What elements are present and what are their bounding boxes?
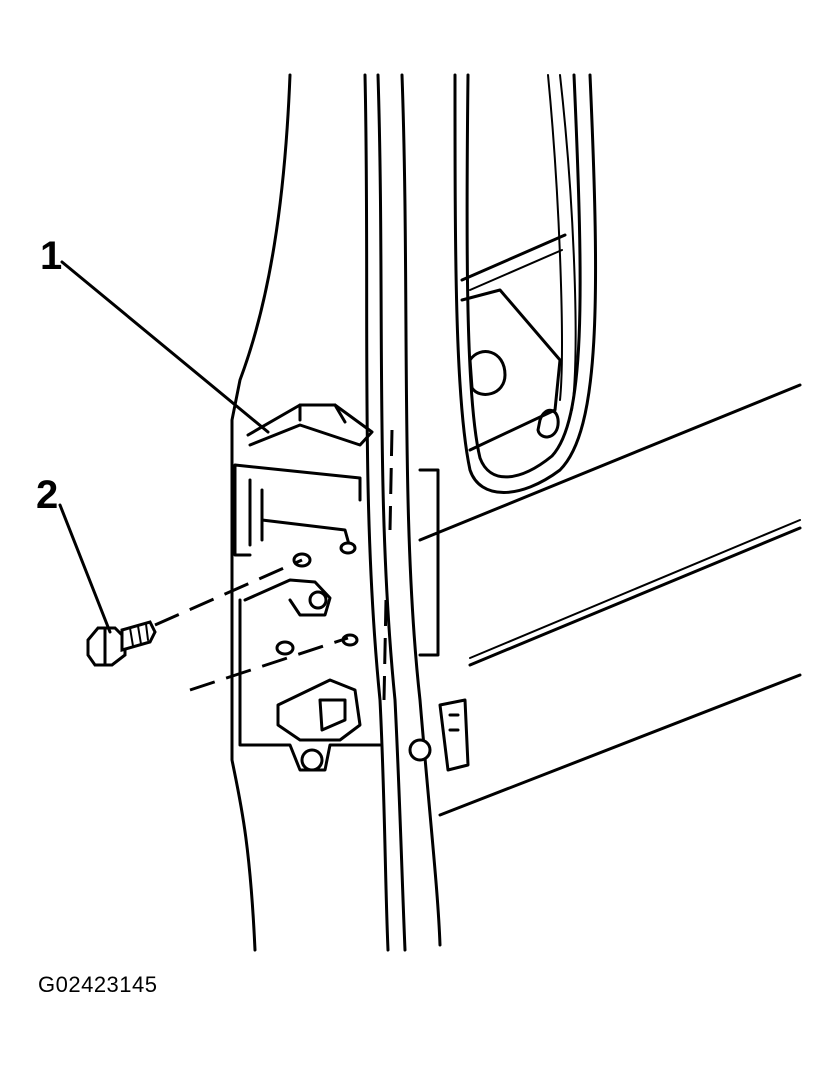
striker-bracket-back [418, 468, 440, 657]
window-inner-panel [460, 288, 562, 452]
body-line-top [418, 383, 802, 542]
window-frame-inner2 [547, 74, 563, 401]
bolt-hole-lower [275, 640, 295, 656]
figure-id: G02423145 [38, 972, 158, 997]
latch-rivet-2 [408, 738, 432, 762]
latch-plate-outline [238, 598, 382, 772]
window-frame-inner3 [559, 74, 577, 411]
window-frame-inner [465, 73, 582, 479]
pillar-front-edge [363, 73, 390, 952]
latch-plate-cutout [276, 678, 362, 742]
callout-1-leader [60, 260, 270, 434]
body-line-mid2 [469, 519, 801, 659]
body-line-mid [468, 526, 802, 667]
body-line-bottom [438, 673, 802, 817]
pillar-seam [400, 73, 442, 947]
bolt-path-upper [154, 558, 303, 627]
access-hole [468, 350, 507, 396]
striker-bracket-body [233, 463, 362, 557]
bolt-path-lower [189, 636, 349, 692]
pillar-front-edge-inner [376, 73, 407, 952]
hinge-pin [308, 590, 328, 610]
latch-rivet [300, 748, 324, 772]
callout-2-leader [58, 503, 112, 634]
bolt [86, 620, 157, 667]
striker-bracket-slot [260, 518, 352, 550]
striker-loop [438, 698, 470, 772]
window-frame-outer [453, 73, 598, 494]
window-sill-line2 [469, 249, 563, 291]
striker-bracket-side [248, 478, 264, 547]
window-sill-line [460, 233, 567, 282]
hinge-bracket [243, 578, 332, 617]
striker-bracket-top [246, 403, 374, 447]
bolt-hole-right-upper [339, 541, 357, 555]
pillar-dash [382, 429, 394, 701]
striker-bracket-tab [298, 403, 347, 424]
callout-2-label: 2 [36, 473, 59, 517]
access-hole-2 [536, 409, 560, 439]
callout-1-label: 1 [40, 234, 63, 278]
latch-plate-pawl [318, 698, 347, 732]
pillar-outer-edge [230, 73, 292, 952]
